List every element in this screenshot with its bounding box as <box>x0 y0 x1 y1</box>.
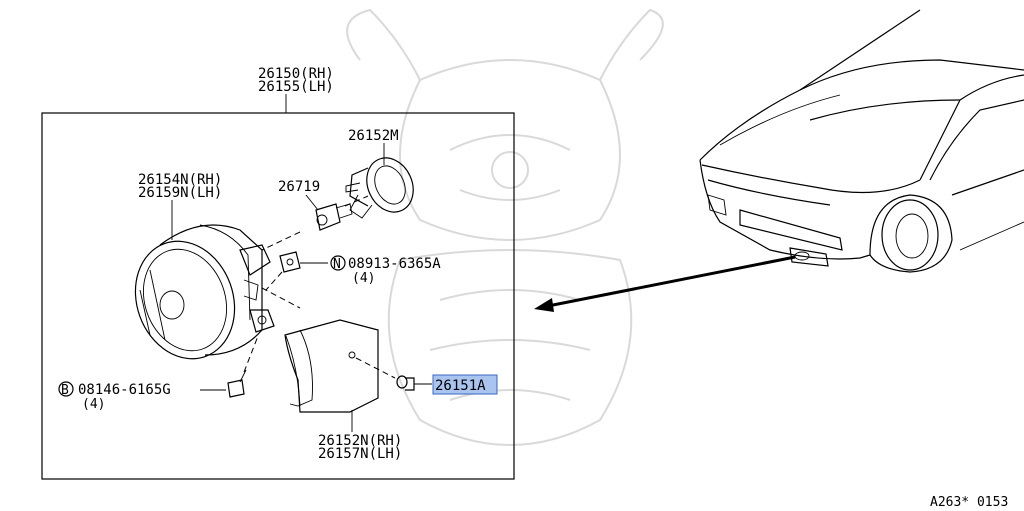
assembly-lh-label[interactable]: 26155(LH) <box>258 79 334 95</box>
cover-lh-label[interactable]: 26157N(LH) <box>318 446 402 462</box>
bulb-part <box>315 203 353 231</box>
nut-part-label[interactable]: 08913-6365A <box>348 256 441 272</box>
nut-symbol-badge: N <box>330 255 346 272</box>
lamp-lh-label[interactable]: 26159N(LH) <box>138 185 222 201</box>
vehicle-illustration <box>699 9 1024 273</box>
fog-lamp-part <box>134 224 275 360</box>
nut-qty-label: (4) <box>352 271 375 286</box>
cover-bracket-part <box>284 319 379 413</box>
location-arrow <box>534 255 796 312</box>
bulb-dash-line <box>261 231 301 251</box>
nut-dash-line <box>265 271 283 291</box>
bolt-symbol-badge: B <box>58 381 74 398</box>
clip-dash-line <box>355 357 396 379</box>
socket-dash-line <box>344 195 369 207</box>
bolt-qty-label: (4) <box>82 397 105 412</box>
bulb-socket-part <box>345 157 414 219</box>
bulb-label[interactable]: 26719 <box>278 179 320 195</box>
reference-code: A263* 0153 <box>930 495 1008 510</box>
lamp-rh-label[interactable]: 26154N(RH) <box>138 172 222 188</box>
assembly-frame <box>41 112 515 480</box>
bulb-socket-label[interactable]: 26152M <box>348 128 399 144</box>
nut-clip-part <box>279 251 301 273</box>
bulb-leader <box>305 194 319 211</box>
bolt-part <box>227 369 247 398</box>
highlighted-part-box[interactable] <box>432 374 498 395</box>
cover-rh-label[interactable]: 26152N(RH) <box>318 433 402 449</box>
watermark-emblem <box>346 8 664 446</box>
cover-dash-line <box>261 287 301 309</box>
assembly-rh-label[interactable]: 26150(RH) <box>258 66 334 82</box>
nut-symbol: N <box>333 257 341 272</box>
bolt-dash-line <box>243 335 259 373</box>
highlighted-part-label[interactable]: 26151A <box>435 378 486 394</box>
bolt-symbol: B <box>61 383 69 398</box>
bolt-part-label[interactable]: 08146-6165G <box>78 382 171 398</box>
